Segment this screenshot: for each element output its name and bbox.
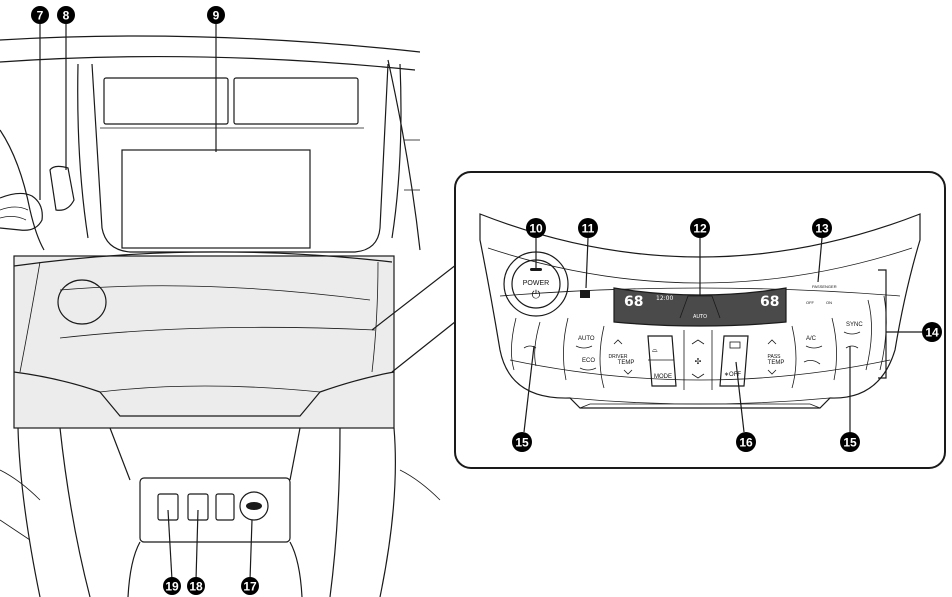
driver-temp-label[interactable]: TEMP (618, 360, 635, 366)
pass-temp-label[interactable]: TEMP (768, 360, 785, 366)
security-indicator (580, 290, 590, 298)
rear-defrost-icon (729, 341, 741, 349)
svg-text:14: 14 (925, 326, 939, 340)
power-label: POWER (523, 280, 549, 287)
display-right-temp: 68 (760, 294, 779, 310)
svg-text:16: 16 (739, 436, 753, 450)
dashboard-overview (0, 35, 471, 597)
callout-11: 11 (578, 218, 598, 238)
svg-text:18: 18 (189, 580, 203, 594)
callout-14: 14 (922, 322, 942, 342)
climate-display (613, 287, 787, 327)
passenger-airbag-on: ON (826, 300, 832, 305)
ac-button[interactable]: A/C (806, 336, 817, 342)
svg-text:15: 15 (843, 436, 857, 450)
callout-9: 9 (207, 6, 225, 24)
fan-icon: ✣ (695, 357, 702, 366)
svg-text:9: 9 (213, 9, 220, 23)
mode-button[interactable]: MODE (654, 374, 672, 380)
left-seat-heater-button[interactable] (523, 345, 537, 349)
callout-16: 16 (736, 432, 756, 452)
navigation-screen (121, 149, 311, 249)
svg-text:10: 10 (529, 222, 543, 236)
recirculation-button[interactable] (803, 360, 821, 365)
svg-text:13: 13 (815, 222, 829, 236)
eco-button[interactable]: ECO (582, 358, 595, 364)
power-symbol: ⏻ (532, 289, 541, 301)
callout-13: 13 (812, 218, 832, 238)
sync-button[interactable]: SYNC (846, 322, 863, 328)
callout-7: 7 (31, 6, 49, 24)
callout-18: 18 (187, 577, 205, 595)
right-seat-heater-button[interactable] (845, 345, 859, 349)
svg-text:19: 19 (165, 580, 179, 594)
callout-8: 8 (57, 6, 75, 24)
driver-temp-top: DRIVER (609, 354, 628, 360)
svg-text:8: 8 (63, 9, 70, 23)
callout-15-right: 15 (840, 432, 860, 452)
callout-15-left: 15 (512, 432, 532, 452)
svg-text:17: 17 (243, 580, 257, 594)
callout-19: 19 (163, 577, 181, 595)
callout-17: 17 (241, 577, 259, 595)
off-button[interactable]: ∗OFF (724, 372, 741, 378)
svg-text:12: 12 (693, 222, 707, 236)
svg-text:7: 7 (37, 9, 44, 23)
callout-10: 10 (526, 218, 546, 238)
callout-12: 12 (690, 218, 710, 238)
display-left-temp: 68 (624, 294, 643, 310)
auto-button[interactable]: AUTO (578, 336, 595, 342)
climate-detail: POWER ⏻ 68 68 12:00 AUTO PASSENGER OFF O… (454, 171, 946, 469)
display-fan-label: AUTO (693, 314, 707, 320)
climate-panel-location (13, 255, 395, 429)
svg-text:⌓: ⌓ (652, 347, 658, 354)
switch-8 (49, 165, 75, 211)
svg-text:11: 11 (582, 222, 595, 236)
passenger-label: PASSENGER (812, 284, 837, 289)
passenger-airbag-off: OFF (806, 300, 815, 305)
svg-text:15: 15 (515, 436, 529, 450)
pass-temp-top: PASS (768, 354, 782, 360)
display-clock: 12:00 (656, 295, 673, 302)
power-outlet-17 (239, 491, 269, 521)
